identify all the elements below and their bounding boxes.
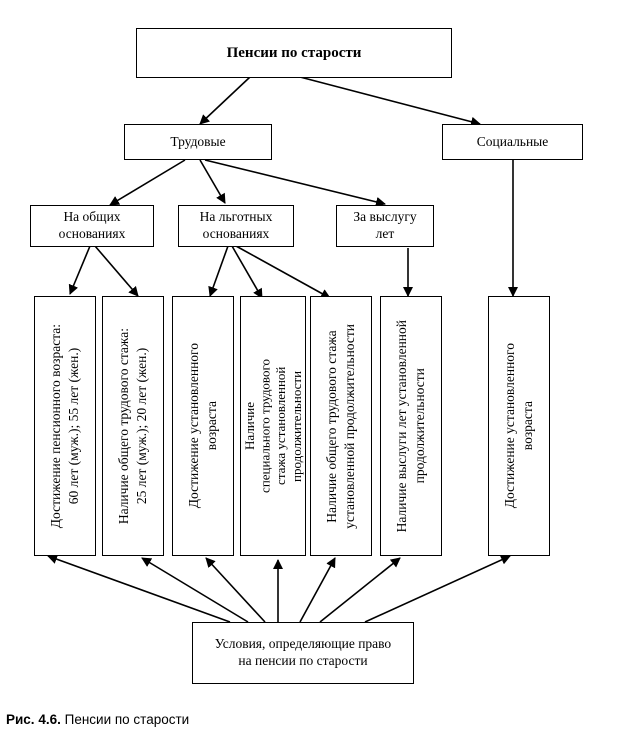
condition-label-2: Наличие общего трудового стажа: 25 лет (… <box>115 327 149 525</box>
condition-box-5: Наличие общего трудового стажа установле… <box>310 296 372 556</box>
arrow-bottom-to-condition-5 <box>299 557 336 623</box>
arrow-root-to-labor <box>199 76 251 125</box>
condition-box-2: Наличие общего трудового стажа: 25 лет (… <box>102 296 164 556</box>
arrow-preferential-to-condition-4 <box>231 245 263 299</box>
arrow-bottom-to-condition-7 <box>364 555 511 623</box>
figure-caption-text: Пенсии по старости <box>64 712 190 727</box>
root-label: Пенсии по старости <box>226 44 362 61</box>
condition-box-7: Достижение установленного возраста <box>488 296 550 556</box>
arrow-general-to-condition-1 <box>68 245 91 295</box>
arrow-labor-to-service <box>204 159 386 207</box>
figure-caption: Рис. 4.6. Пенсии по старости <box>6 712 189 727</box>
arrow-bottom-to-condition-2 <box>141 557 249 623</box>
conditions-summary-box: Условия, определяющие право на пенсии по… <box>192 622 414 684</box>
long-service-label: За выслугу лет <box>353 209 417 241</box>
arrow-preferential-to-condition-5 <box>235 245 331 299</box>
preferential-ground-box: На льготных основаниях <box>178 205 294 247</box>
arrow-preferential-to-condition-3 <box>208 245 229 297</box>
condition-box-3: Достижение установленного возраста <box>172 296 234 556</box>
condition-label-1: Достижение пенсионного возраста: 60 лет … <box>47 323 81 529</box>
condition-label-6: Наличие выслуги лет установленной продол… <box>393 319 427 533</box>
arrow-root-to-social <box>299 76 481 127</box>
arrow-general-to-condition-2 <box>94 245 139 297</box>
condition-box-6: Наличие выслуги лет установленной продол… <box>380 296 442 556</box>
condition-label-3: Достижение установленного возраста <box>185 343 219 509</box>
preferential-ground-label: На льготных основаниях <box>199 209 273 241</box>
arrow-labor-to-preferential <box>199 159 226 204</box>
labor-label: Трудовые <box>170 133 226 149</box>
condition-box-4: Наличие специального трудового стажа уст… <box>240 296 306 556</box>
general-ground-box: На общих основаниях <box>30 205 154 247</box>
figure-caption-number: Рис. 4.6. <box>6 712 61 727</box>
labor-box: Трудовые <box>124 124 272 160</box>
arrow-bottom-to-condition-3 <box>205 557 266 623</box>
arrow-bottom-to-condition-6 <box>319 557 401 623</box>
root-box: Пенсии по старости <box>136 28 452 78</box>
arrow-labor-to-general <box>109 159 186 206</box>
condition-label-5: Наличие общего трудового стажа установле… <box>323 323 357 529</box>
social-label: Социальные <box>476 133 549 149</box>
social-box: Социальные <box>442 124 583 160</box>
condition-box-1: Достижение пенсионного возраста: 60 лет … <box>34 296 96 556</box>
condition-label-7: Достижение установленного возраста <box>501 343 535 509</box>
condition-label-4: Наличие специального трудового стажа уст… <box>241 359 304 493</box>
conditions-summary-label: Условия, определяющие право на пенсии по… <box>214 636 392 668</box>
long-service-box: За выслугу лет <box>336 205 434 247</box>
general-ground-label: На общих основаниях <box>58 209 126 241</box>
arrow-bottom-to-condition-1 <box>47 554 231 623</box>
